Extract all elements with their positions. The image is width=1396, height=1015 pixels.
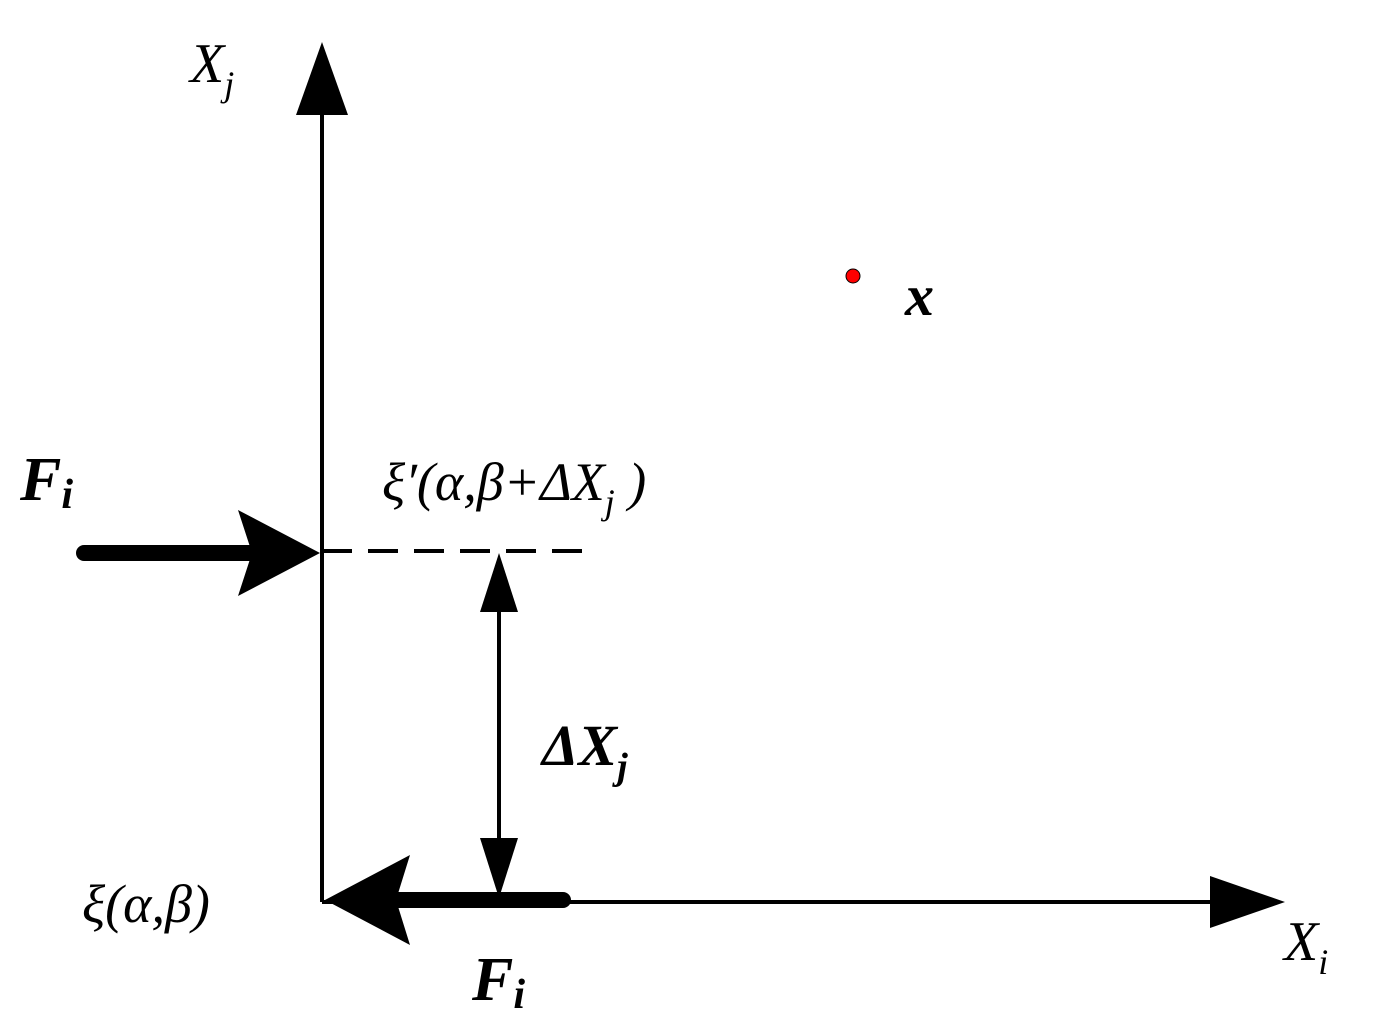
- vertical-axis-label: Xj: [188, 33, 234, 104]
- offset-arrowhead-up: [480, 553, 518, 612]
- force-label-top: Fi: [19, 446, 73, 518]
- force-arrow-bottom-head: [325, 855, 410, 945]
- offset-dimension-arrow: [480, 553, 518, 898]
- vertical-axis-arrowhead: [296, 42, 348, 115]
- point-x: x: [845, 263, 934, 328]
- force-arrow-top-head: [238, 510, 320, 596]
- shifted-point-label: ξ′(α,β+ΔXj ): [382, 452, 646, 522]
- horizontal-axis-label: Xi: [1282, 911, 1328, 982]
- point-marker: [845, 268, 861, 284]
- origin-label: ξ(α,β): [82, 874, 210, 934]
- force-label-bottom: Fi: [471, 946, 525, 1015]
- horizontal-axis-arrowhead: [1210, 876, 1285, 928]
- offset-label: ΔXj: [540, 713, 628, 788]
- force-arrow-bottom: [325, 855, 571, 945]
- offset-arrowhead-down: [480, 838, 518, 898]
- point-label: x: [904, 263, 934, 328]
- vertical-axis: [296, 42, 348, 902]
- force-arrow-top: [76, 510, 320, 596]
